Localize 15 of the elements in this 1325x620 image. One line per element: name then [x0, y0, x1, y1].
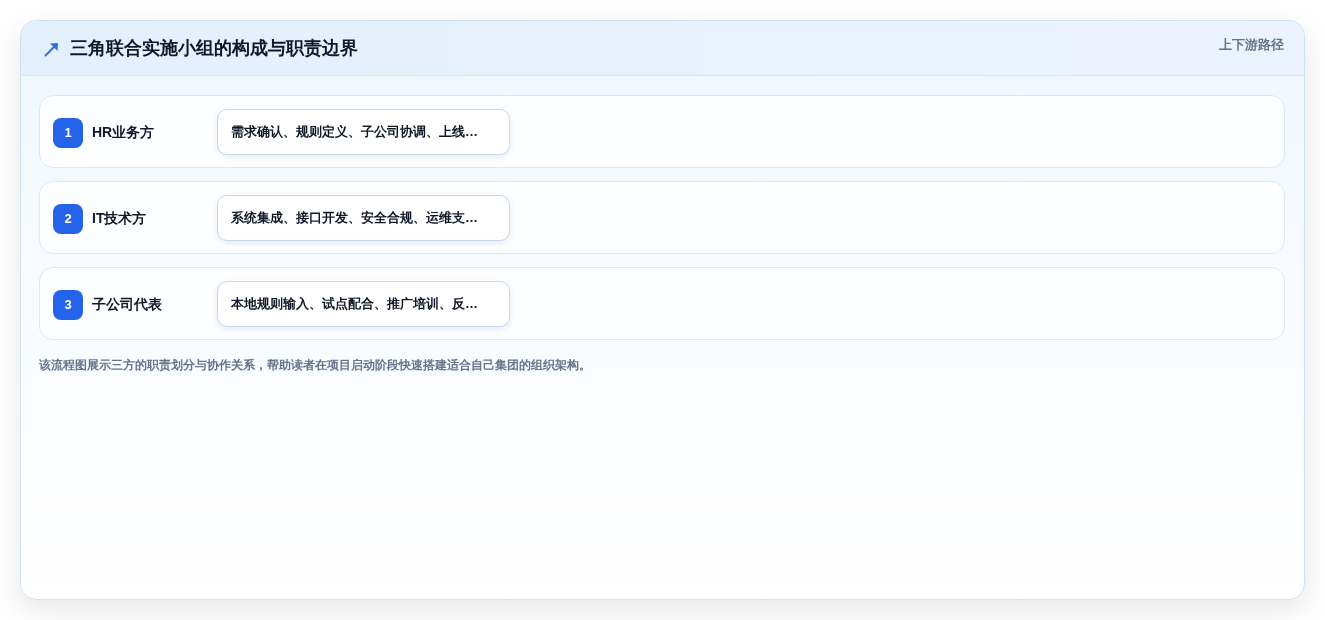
side-label: 上下游路径: [1219, 36, 1284, 54]
duty-box: 需求确认、规则定义、子公司协调、上线…: [217, 109, 510, 155]
title-text: 三角联合实施小组的构成与职责边界: [70, 37, 358, 59]
role-name: HR业务方: [92, 123, 155, 142]
row-panel: [39, 267, 1285, 340]
number-badge: 2: [53, 204, 83, 234]
duty-box: 本地规则输入、试点配合、推广培训、反…: [217, 281, 510, 327]
number-badge: 3: [53, 290, 83, 320]
caption-text: 该流程图展示三方的职责划分与协作关系，帮助读者在项目启动阶段快速搭建适合自己集团的组织架构。: [39, 357, 591, 374]
number-badge: 1: [53, 118, 83, 148]
row-panel: [39, 95, 1285, 168]
row-panel: [39, 181, 1285, 254]
duty-box: 系统集成、接口开发、安全合规、运维支…: [217, 195, 510, 241]
role-name: IT技术方: [92, 209, 147, 228]
role-name: 子公司代表: [92, 295, 162, 314]
